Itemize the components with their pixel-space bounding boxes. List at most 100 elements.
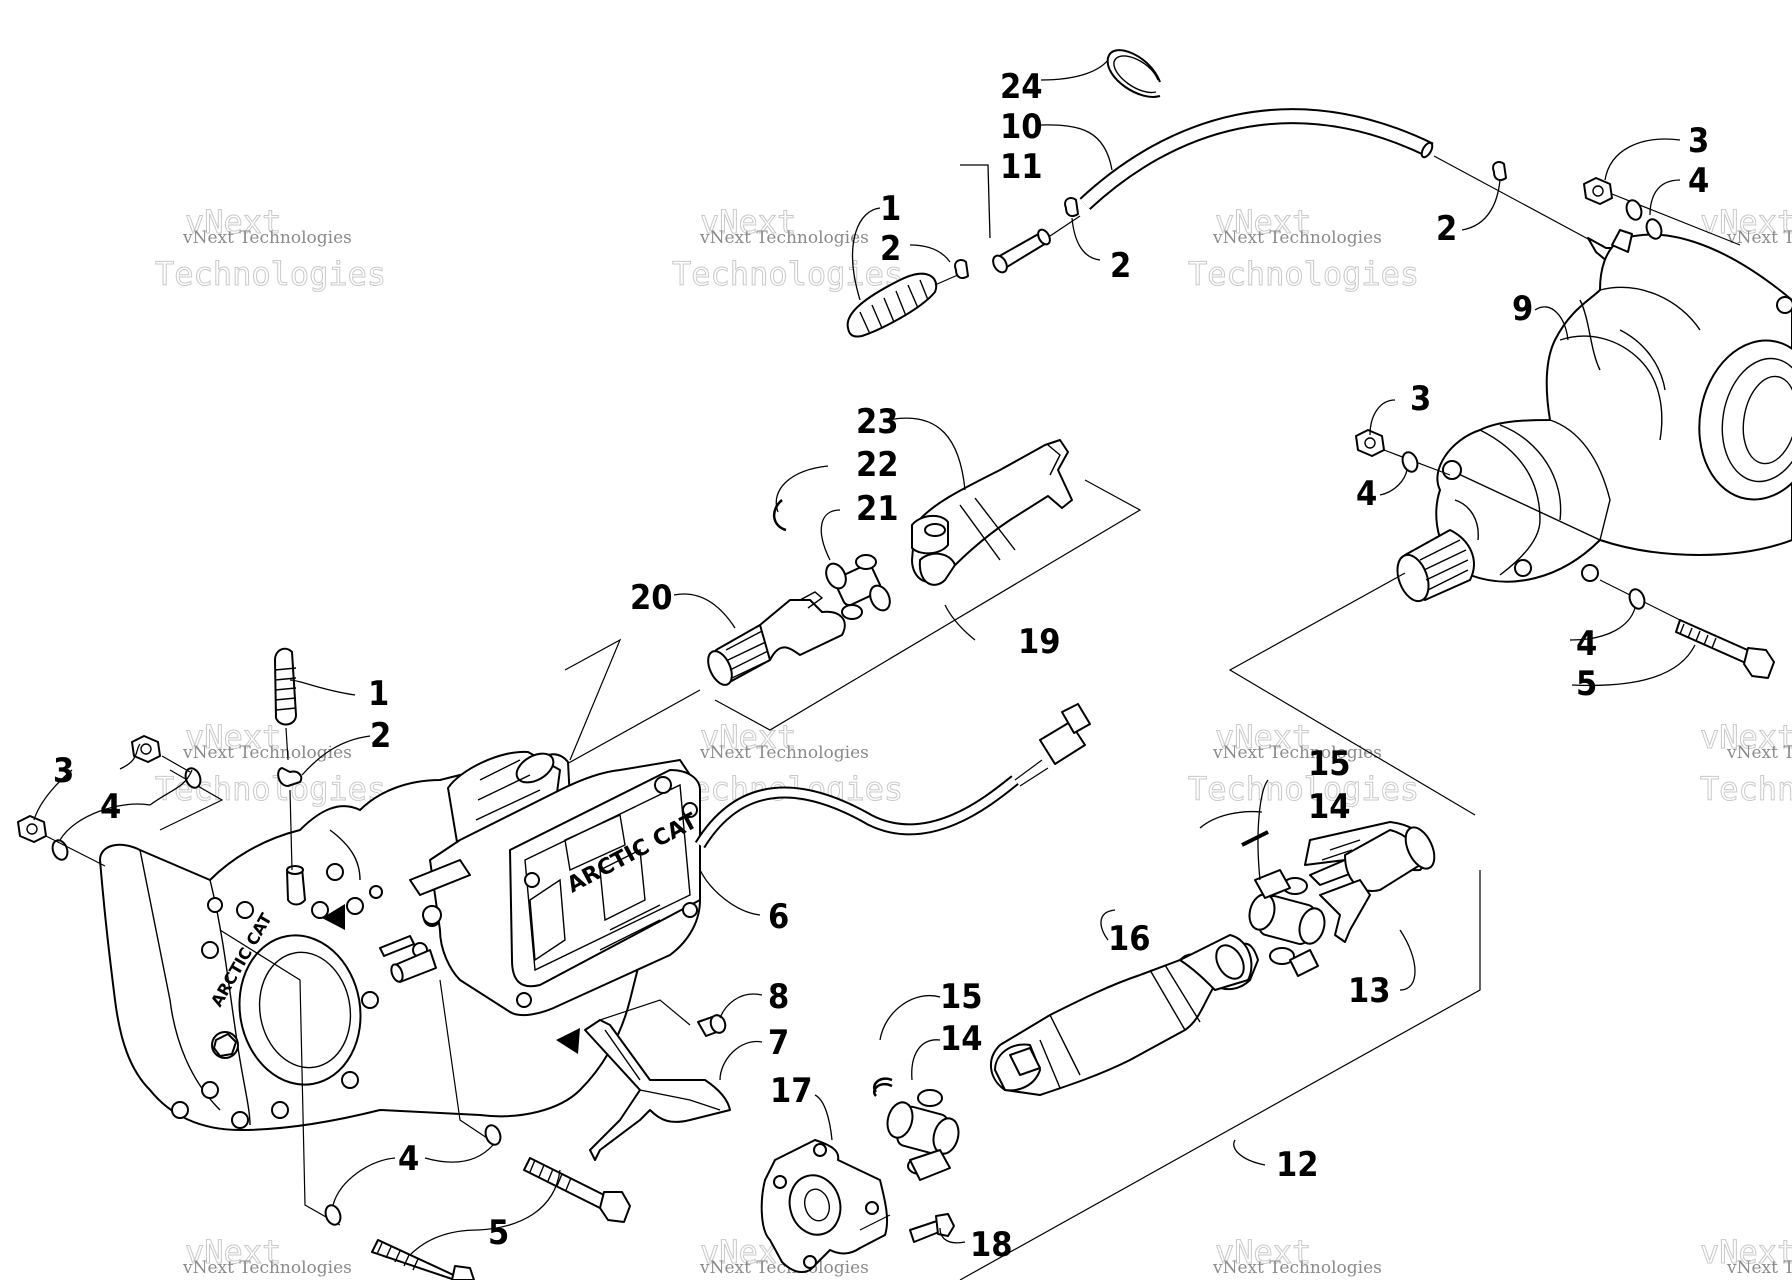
- clip-2-top-b: [1064, 197, 1079, 217]
- shift-cable-assembly: [846, 49, 1623, 338]
- callout-14-up: 14: [1308, 787, 1351, 827]
- driveshaft-23: [911, 439, 1073, 586]
- watermark-big-7b: Technologies: [1188, 770, 1419, 808]
- watermark-big-2a: vNext: [700, 203, 796, 241]
- callout-13: 13: [1348, 971, 1391, 1011]
- callout-4-left: 4: [100, 787, 121, 827]
- watermark-1: vNext Technologies: [182, 228, 352, 248]
- rubber-boot-1-left: [274, 647, 297, 761]
- callout-24: 24: [1000, 67, 1043, 107]
- watermark-2: vNext Technologies: [699, 228, 869, 248]
- watermark-big-12a: vNext: [1700, 1233, 1792, 1271]
- washer-4-right-top-b: [1645, 218, 1663, 240]
- watermark-big-5a: vNext: [185, 718, 281, 756]
- watermark-4: vNext Technologies: [1726, 228, 1792, 248]
- callout-22: 22: [856, 445, 899, 485]
- clip-15-upper: [1241, 830, 1269, 847]
- clip-15-lower: [873, 1077, 893, 1097]
- watermark-group: vNext Technologies vNext Technologies vN…: [155, 203, 1792, 1279]
- watermark-10: vNext Technologies: [699, 1258, 869, 1278]
- callout-2-top-a: 2: [880, 229, 901, 269]
- driveshaft-assembly-19: [707, 439, 1142, 731]
- right-fasteners: [1355, 177, 1775, 679]
- callout-3-right-top: 3: [1688, 121, 1709, 161]
- callout-17: 17: [770, 1071, 813, 1111]
- callout-2-top-c: 2: [1436, 209, 1457, 249]
- bolt-18: [859, 1213, 955, 1243]
- callout-23: 23: [856, 402, 899, 442]
- left-fasteners: [17, 647, 631, 1280]
- callout-3-right-mid: 3: [1410, 379, 1431, 419]
- clip-2-top-c: [1492, 161, 1507, 181]
- clip-2-top-a: [954, 259, 969, 279]
- callout-2-top-b: 2: [1110, 246, 1131, 286]
- callout-6: 6: [768, 897, 789, 937]
- retaining-ring-24: [1106, 49, 1161, 98]
- shift-actuator-6: ARCTIC CAT: [409, 703, 1091, 1017]
- callout-20: 20: [630, 578, 673, 618]
- universal-joint-14-lower: [886, 1089, 960, 1181]
- watermark-5: vNext Technologies: [182, 743, 352, 763]
- callout-4-right-low: 4: [1576, 624, 1597, 664]
- rubber-boot-1-top: [846, 272, 961, 338]
- washer-4-low-a: [484, 1124, 502, 1146]
- arrow-marker-bracket: [556, 1028, 580, 1054]
- washer-4-left-b: [51, 839, 69, 861]
- callout-11: 11: [1000, 147, 1043, 187]
- callout-18: 18: [970, 1225, 1013, 1265]
- watermark-big-8a: vNext: [1700, 718, 1792, 756]
- screw-8: [697, 1014, 727, 1037]
- clip-2-left: [277, 767, 303, 787]
- watermark-big-3b: Technologies: [1188, 255, 1419, 293]
- leader-lines: [33, 59, 1696, 1256]
- cable-inner-wire: [1433, 155, 1591, 241]
- callout-15-up: 15: [1308, 744, 1351, 784]
- watermark-11: vNext Technologies: [1212, 1258, 1382, 1278]
- callout-1-left: 1: [368, 674, 389, 714]
- callout-9: 9: [1512, 289, 1533, 329]
- watermark-big-2b: Technologies: [672, 255, 903, 293]
- callout-4-right-mid: 4: [1356, 474, 1377, 514]
- watermark-big-1a: vNext: [185, 203, 281, 241]
- callout-5-low: 5: [488, 1213, 509, 1253]
- callout-14-low: 14: [940, 1019, 983, 1059]
- bracket-7: [584, 999, 731, 1161]
- arrow-marker-left: [322, 904, 345, 930]
- watermark-6: vNext Technologies: [699, 743, 869, 763]
- watermark-big-7a: vNext: [1215, 718, 1311, 756]
- callout-4-low: 4: [398, 1139, 419, 1179]
- circlip-22: [773, 499, 787, 532]
- watermark-7: vNext Technologies: [1212, 743, 1382, 763]
- driveshaft-16: [990, 934, 1259, 1096]
- callout-5-right: 5: [1576, 664, 1597, 704]
- callout-12: 12: [1276, 1145, 1319, 1185]
- callout-21: 21: [856, 489, 899, 529]
- watermark-3: vNext Technologies: [1212, 228, 1382, 248]
- universal-joint-14-upper: [1248, 869, 1326, 977]
- callout-3-left: 3: [53, 751, 74, 791]
- watermark-big-11a: vNext: [1215, 1233, 1311, 1271]
- washer-4-right-top-a: [1625, 199, 1643, 221]
- coupler-17: [760, 1139, 889, 1273]
- universal-joint-21: [825, 554, 891, 620]
- watermark-big-3a: vNext: [1215, 203, 1311, 241]
- nut-3-left-a: [131, 735, 161, 763]
- yoke-20: [707, 591, 846, 686]
- bolt-5-right: [1675, 619, 1775, 679]
- watermark-big-9a: vNext: [185, 1233, 281, 1271]
- nut-3-left-b: [17, 815, 47, 843]
- callout-16: 16: [1108, 919, 1151, 959]
- rear-gearcase-9: [1396, 229, 1792, 603]
- vent-fitting: [286, 867, 306, 906]
- callout-15-low: 15: [940, 977, 983, 1017]
- washer-4-right-mid: [1401, 451, 1419, 473]
- yoke-13: [1304, 821, 1436, 943]
- washer-4-right-low: [1628, 588, 1646, 610]
- watermark-8: vNext Technologies: [1726, 743, 1792, 763]
- callout-1-top: 1: [880, 189, 901, 229]
- watermark-big-1b: Technologies: [155, 255, 386, 293]
- callout-numbers: 24 10 11 1 2 2 2 3 4 9 3 4 4 5 23 22 21 …: [53, 67, 1709, 1265]
- callout-2-left: 2: [370, 716, 391, 756]
- watermark-9: vNext Technologies: [182, 1258, 352, 1278]
